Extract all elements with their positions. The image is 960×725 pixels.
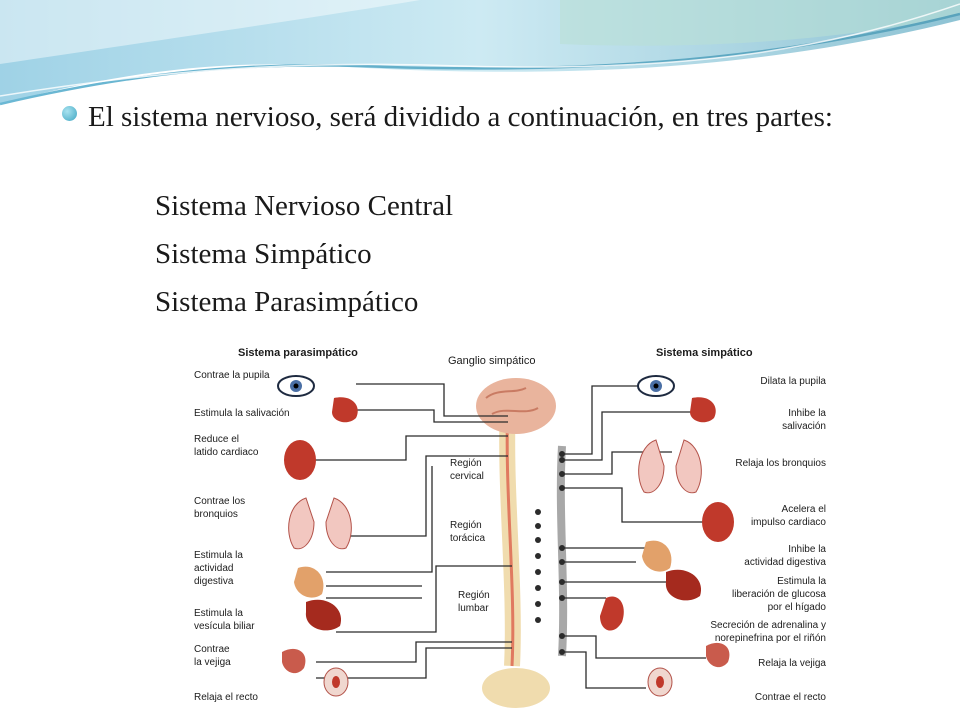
brain xyxy=(476,378,556,434)
diagram-svg: Sistema parasimpático Ganglio simpático … xyxy=(194,347,827,708)
left-label-1: Estimula la salivación xyxy=(194,408,290,419)
part-parasympathetic: Sistema Parasimpático xyxy=(155,286,419,318)
bullet-text: El sistema nervioso, será dividido a con… xyxy=(88,101,833,133)
right-organs xyxy=(600,375,734,697)
bullet-icon xyxy=(62,106,77,121)
right-label-0: Dilata la pupila xyxy=(760,376,826,387)
title-ganglion: Ganglio simpático xyxy=(448,355,535,367)
pelvis xyxy=(482,668,550,708)
title-sympathetic: Sistema simpático xyxy=(656,347,753,359)
nervous-system-diagram: Sistema parasimpático Ganglio simpático … xyxy=(186,336,834,720)
right-label-7: Relaja la vejiga xyxy=(758,658,826,669)
part-central: Sistema Nervioso Central xyxy=(155,190,454,222)
right-label-2: Relaja los bronquios xyxy=(735,458,826,469)
left-label-0: Contrae la pupila xyxy=(194,370,270,381)
sympathetic-nerves xyxy=(562,385,716,689)
parasympathetic-nerves xyxy=(298,383,512,679)
header-wave-decoration xyxy=(0,0,960,106)
part-sympathetic: Sistema Simpático xyxy=(155,238,372,270)
ganglion-dots xyxy=(535,451,565,655)
spinal-canal xyxy=(505,405,515,667)
right-label-8: Contrae el recto xyxy=(755,692,827,703)
left-organs xyxy=(277,375,358,697)
title-parasympathetic: Sistema parasimpático xyxy=(238,347,358,359)
left-label-7: Relaja el recto xyxy=(194,692,258,703)
